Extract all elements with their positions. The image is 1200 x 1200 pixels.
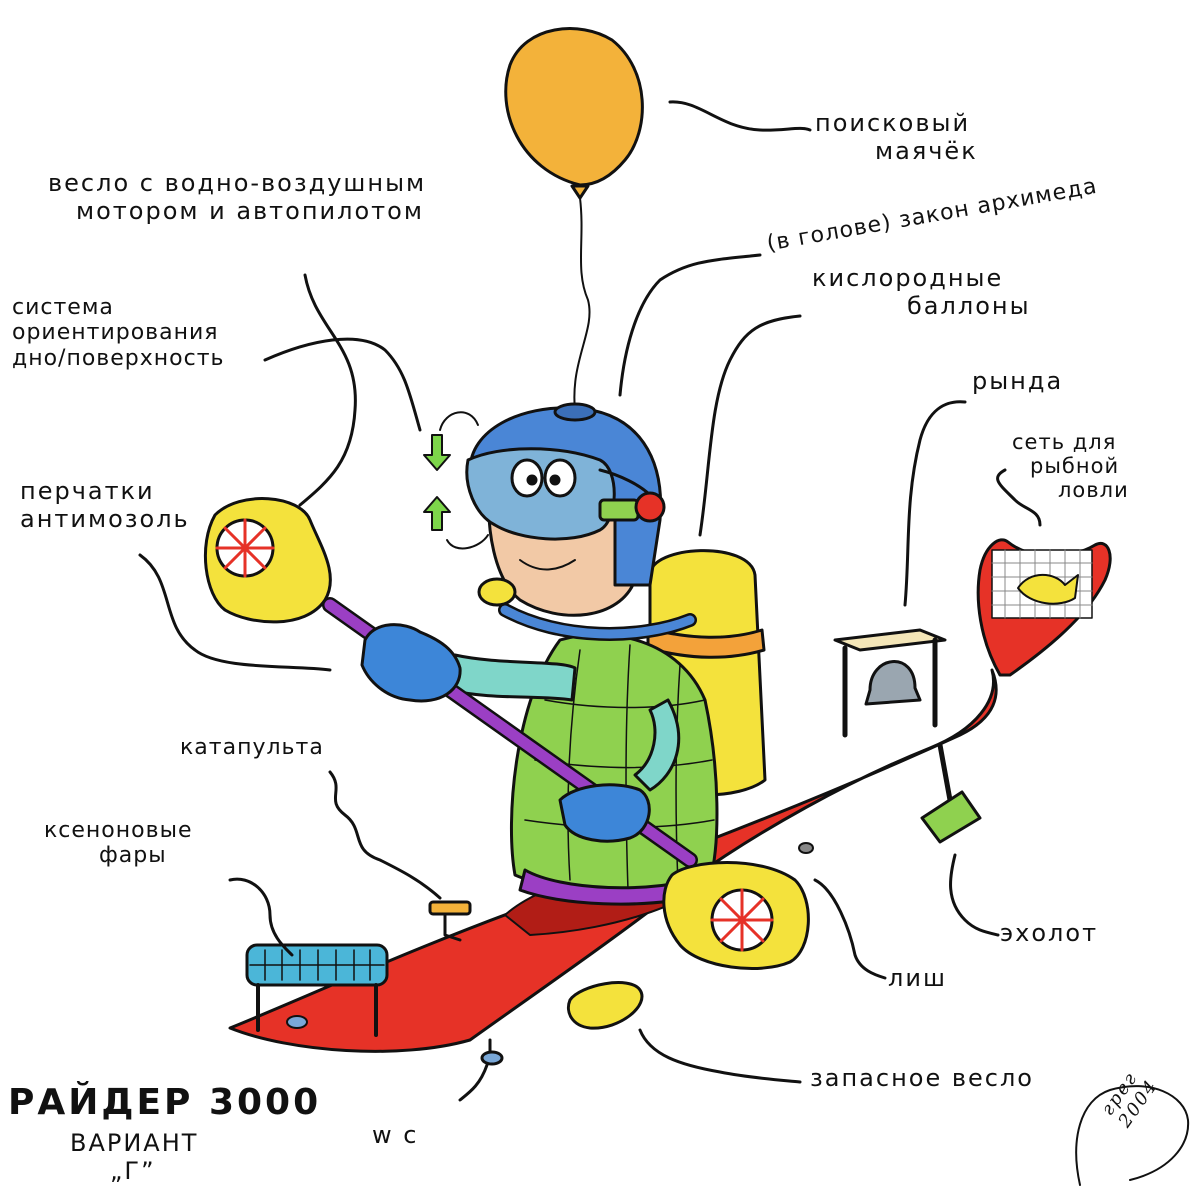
- label-catapult: КАТАПУЛЬТА: [180, 735, 324, 760]
- wc-outlet: [480, 1038, 504, 1066]
- sonar-echolot: [920, 742, 982, 844]
- diving-mask: [465, 447, 616, 541]
- signature-scribble: [1075, 1085, 1190, 1186]
- kayak-leash-ring: [798, 842, 814, 854]
- snorkel-mouthpiece: [598, 498, 640, 522]
- left-glove: [360, 623, 462, 703]
- title-rider-3000: РАЙДЕР 3000: [8, 1082, 322, 1123]
- leader-lines: [138, 100, 1042, 1102]
- xenon-headlights: [245, 943, 389, 1037]
- rider-right-arm: [633, 698, 681, 792]
- helmet-top-cap: [553, 402, 597, 422]
- rider-nose: [477, 577, 517, 607]
- rider-head: [465, 402, 666, 617]
- rider-left-arm: [448, 653, 577, 702]
- subtitle-variant: ВАРИАНТ „Г”: [70, 1129, 199, 1185]
- label-leash: ЛИШ: [888, 964, 947, 992]
- label-fishing-net: СЕТЬ ДЛЯ РЫБНОЙ ЛОВЛИ: [1012, 430, 1129, 503]
- orientation-arrows: [423, 411, 489, 550]
- label-wc: W C: [372, 1121, 419, 1149]
- label-oxygen-tanks: КИСЛОРОДНЫЕ БАЛЛОНЫ: [812, 264, 1031, 320]
- label-orientation-system: СИСТЕМА ОРИЕНТИРОВАНИЯ ДНО/ПОВЕРХНОСТЬ: [12, 295, 225, 371]
- label-gloves: ПЕРЧАТКИ АНТИМОЗОЛЬ: [20, 477, 190, 533]
- fishing-net: [976, 538, 1112, 677]
- label-sonar: ЭХОЛОТ: [1000, 919, 1099, 947]
- balloon-beacon: [504, 27, 644, 411]
- ship-bell-rynda: [833, 628, 947, 738]
- mask-strap-buckle: [634, 491, 666, 523]
- label-motor-paddle: ВЕСЛО С ВОДНО-ВОЗДУШНЫМ МОТОРОМ И АВТОПИ…: [48, 169, 427, 225]
- label-spare-paddle: ЗАПАСНОЕ ВЕСЛО: [810, 1064, 1034, 1092]
- label-search-beacon: ПОИСКОВЫЙ МАЯЧЁК: [815, 109, 978, 165]
- catapult-device: [428, 900, 472, 942]
- spare-paddle-blade: [566, 981, 644, 1030]
- right-glove: [558, 783, 651, 843]
- kayak-wc-port: [286, 1015, 308, 1029]
- label-xenon-lights: КСЕНОНОВЫЕ ФАРЫ: [44, 818, 193, 869]
- label-ship-bell: РЫНДА: [972, 367, 1064, 395]
